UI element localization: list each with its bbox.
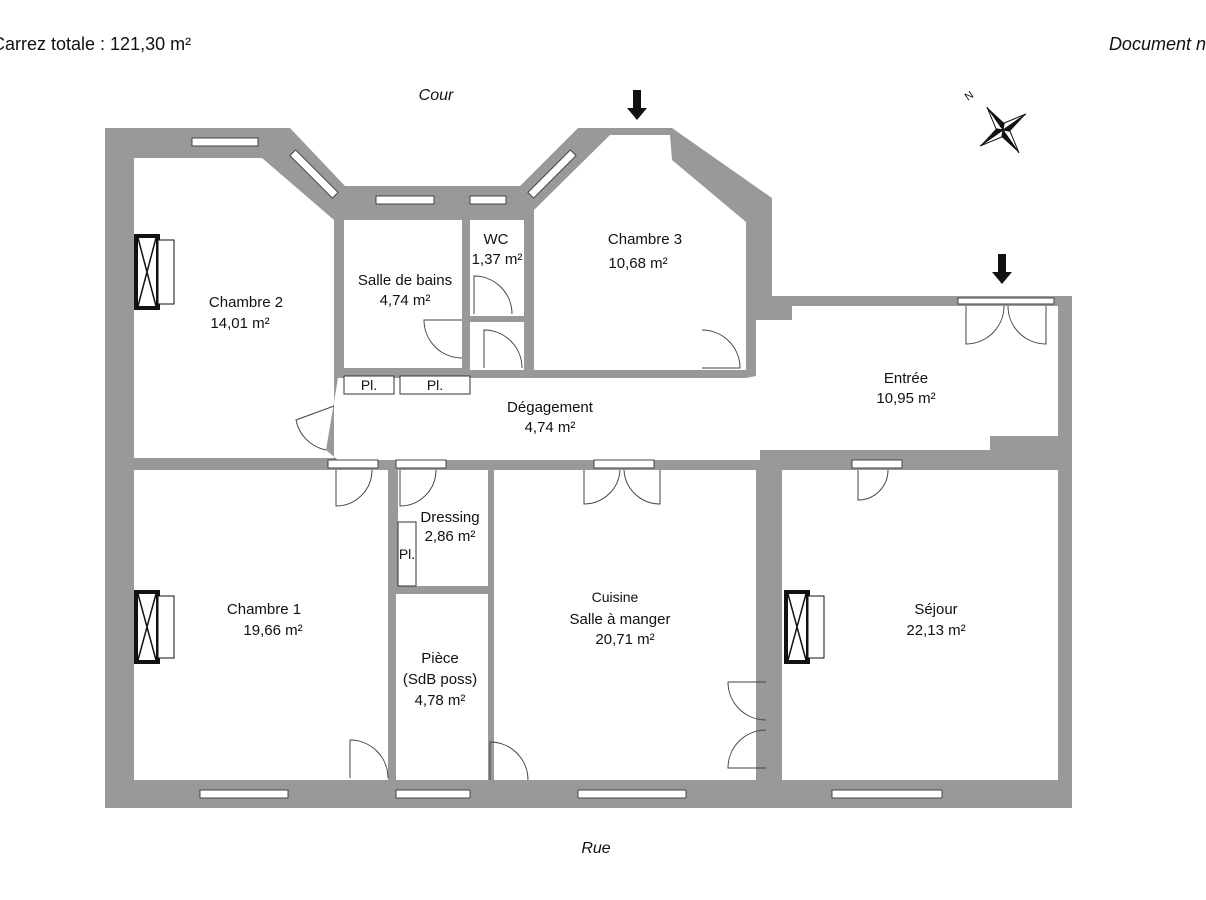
room-name: Chambre 3 bbox=[608, 231, 682, 248]
placard-label: Pl. bbox=[427, 377, 443, 393]
room-name: Entrée bbox=[884, 370, 928, 387]
document-note: Document n bbox=[1108, 34, 1206, 54]
windows bbox=[191, 137, 1055, 799]
room-name: Dressing bbox=[420, 509, 479, 526]
placard-label: Pl. bbox=[361, 377, 377, 393]
room-area: 14,01 m² bbox=[210, 315, 269, 332]
room-name: (SdB poss) bbox=[403, 671, 477, 688]
room-name: WC bbox=[484, 231, 509, 248]
compass-rose-icon: N bbox=[963, 89, 1027, 154]
room-area: 4,78 m² bbox=[415, 692, 466, 709]
arrow-down-icon bbox=[627, 90, 647, 120]
room-area: 4,74 m² bbox=[380, 292, 431, 309]
north-label: N bbox=[963, 89, 976, 103]
room-name: Chambre 2 bbox=[209, 294, 283, 311]
room-area: 1,37 m² bbox=[472, 251, 523, 268]
fireplaces bbox=[134, 234, 825, 664]
side-label-top: Cour bbox=[419, 87, 454, 104]
room-area: 20,71 m² bbox=[595, 631, 654, 648]
room-name: Salle à manger bbox=[570, 611, 671, 628]
walls bbox=[105, 128, 1072, 808]
room-area: 4,74 m² bbox=[525, 419, 576, 436]
room-area: 2,86 m² bbox=[425, 528, 476, 545]
placard-label: Pl. bbox=[399, 546, 415, 562]
room-name: Cuisine bbox=[592, 589, 639, 605]
doors bbox=[295, 275, 1047, 781]
total-area-label: Carrez totale : 121,30 m² bbox=[0, 34, 192, 54]
room-area: 19,66 m² bbox=[243, 622, 302, 639]
room-name: Dégagement bbox=[507, 399, 594, 416]
room-area: 10,68 m² bbox=[608, 255, 667, 272]
room-name: Pièce bbox=[421, 650, 459, 667]
arrow-down-icon bbox=[992, 254, 1012, 284]
room-area: 22,13 m² bbox=[906, 622, 965, 639]
room-name: Chambre 1 bbox=[227, 601, 301, 618]
entrance-arrows bbox=[627, 90, 1012, 284]
room-area: 10,95 m² bbox=[876, 390, 935, 407]
room-name: Séjour bbox=[914, 601, 957, 618]
room-name: Salle de bains bbox=[358, 272, 452, 289]
side-label-bottom: Rue bbox=[581, 840, 610, 857]
